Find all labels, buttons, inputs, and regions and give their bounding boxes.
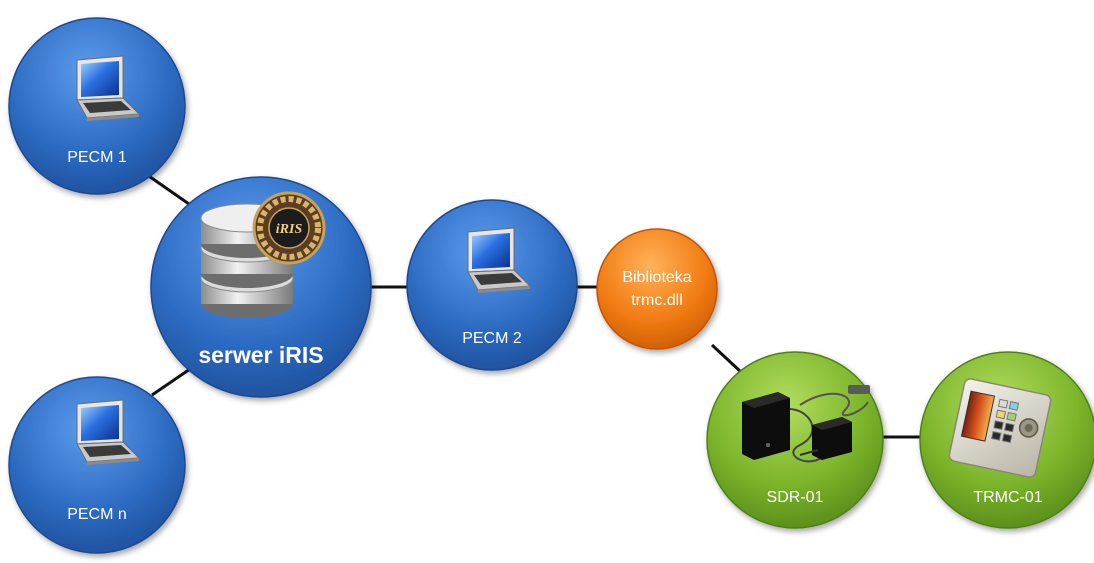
node-pecm1: PECM 1 bbox=[8, 17, 186, 195]
library-label-line2: trmc.dll bbox=[631, 292, 683, 309]
edge-pecm1-server bbox=[142, 170, 190, 206]
sdr-device-icon bbox=[742, 385, 870, 463]
trmc-label: TRMC-01 bbox=[973, 489, 1042, 506]
node-library: Biblioteka trmc.dll bbox=[596, 228, 718, 350]
pecm2-label: PECM 2 bbox=[462, 330, 522, 347]
pecm1-label: PECM 1 bbox=[67, 149, 127, 166]
edges bbox=[142, 170, 924, 439]
sdr-label: SDR-01 bbox=[767, 489, 824, 506]
svg-text:iRIS: iRIS bbox=[276, 222, 303, 237]
iris-seal-icon: iRIS bbox=[252, 191, 326, 265]
node-pecmn: PECM n bbox=[8, 376, 186, 554]
library-label-line1: Biblioteka bbox=[622, 269, 691, 286]
trmc-device-icon bbox=[948, 378, 1052, 478]
edge-pecmn-server bbox=[151, 365, 194, 397]
node-server: iRIS serwer iRIS bbox=[150, 176, 372, 398]
node-pecm2: PECM 2 bbox=[406, 199, 578, 371]
edge-library-sdr bbox=[710, 343, 743, 374]
pecmn-label: PECM n bbox=[67, 506, 127, 523]
server-label: serwer iRIS bbox=[198, 342, 323, 368]
node-sdr: SDR-01 bbox=[706, 351, 884, 529]
node-trmc: TRMC-01 bbox=[919, 351, 1094, 529]
